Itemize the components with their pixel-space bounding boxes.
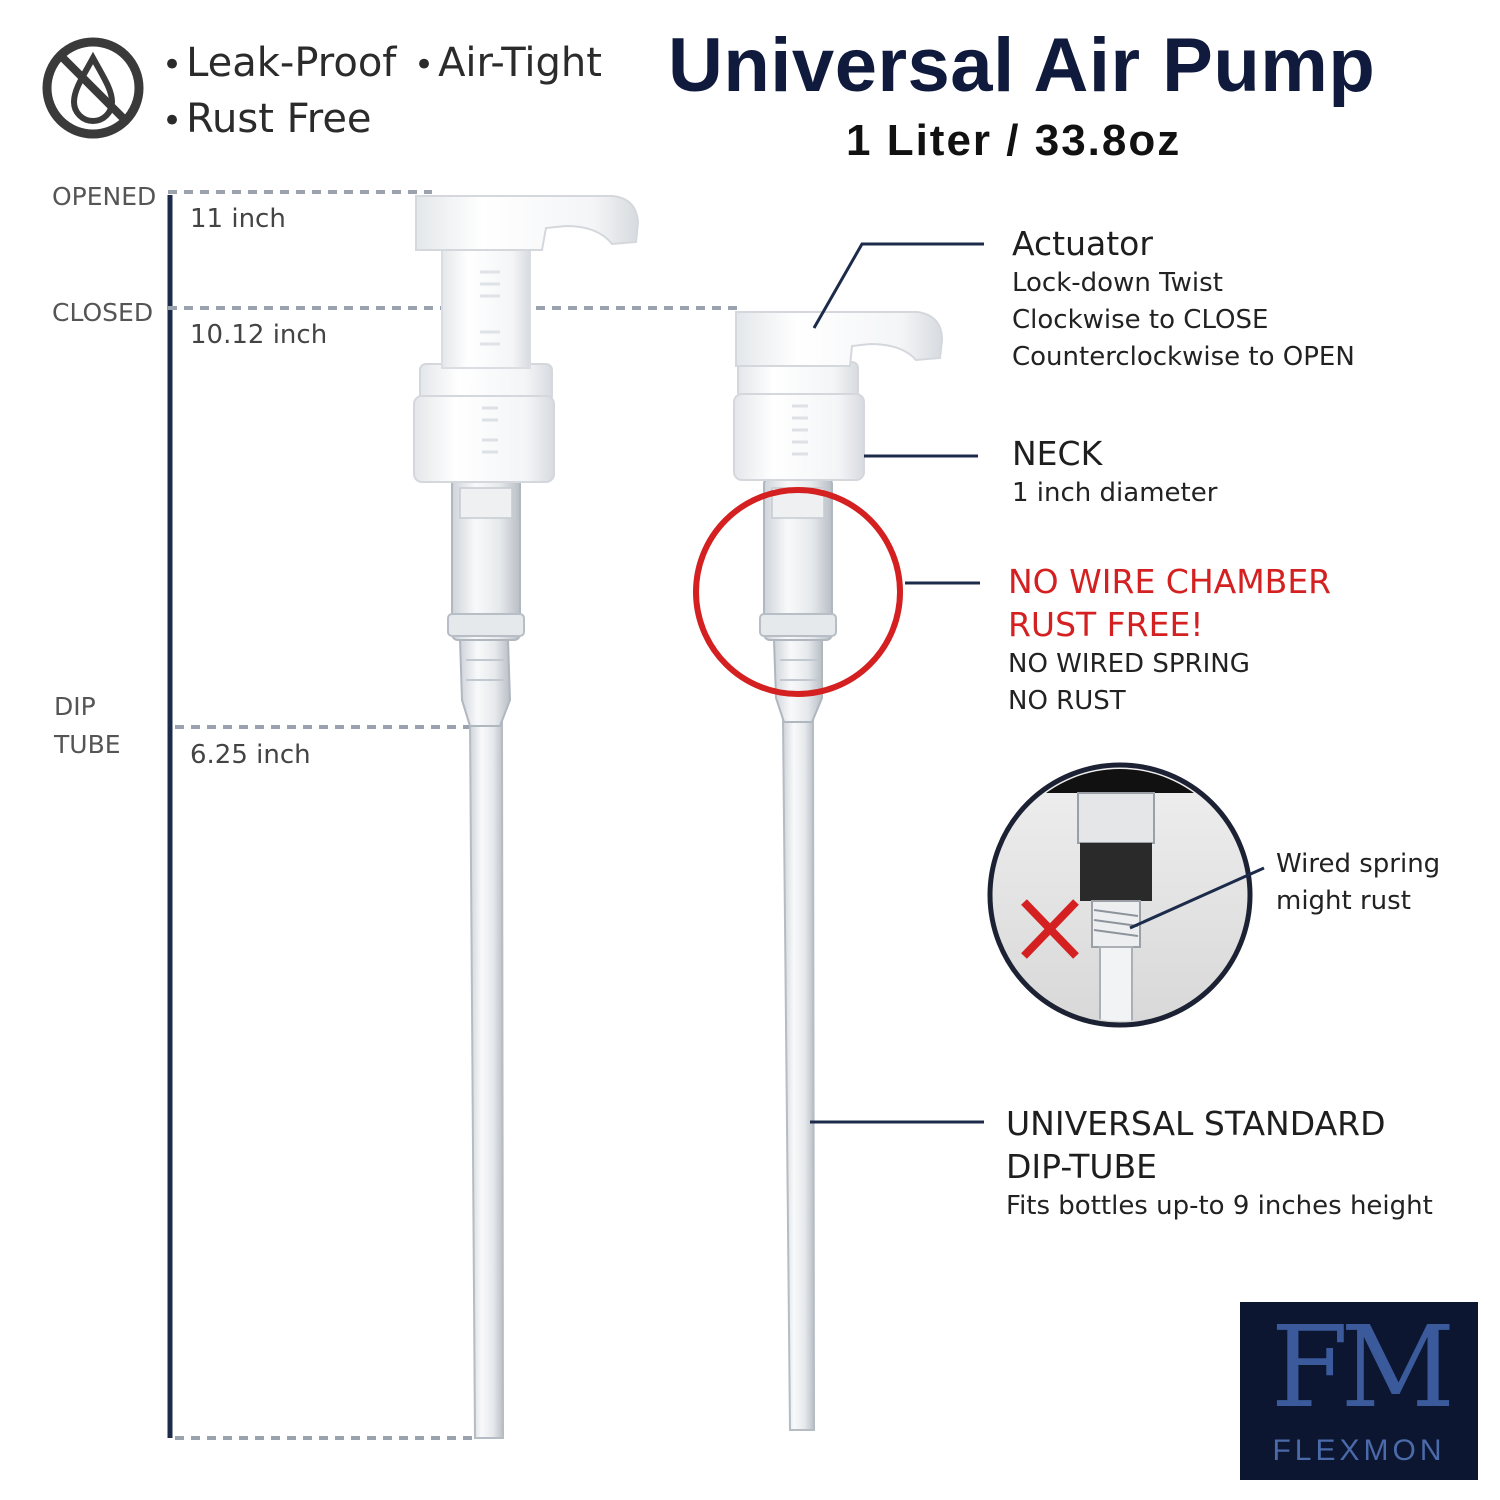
dip-tube-label-line2: TUBE [54,730,121,759]
chamber-title-line1: NO WIRE CHAMBER [1008,562,1332,601]
dip-tube-title-line2: DIP-TUBE [1006,1147,1157,1186]
opened-label: OPENED [52,182,157,211]
feature-rust-free: •Rust Free [162,96,372,142]
x-mark-icon [1021,899,1079,959]
logo-mark: FM [1270,1303,1455,1433]
page-title: Universal Air Pump [668,23,1376,108]
chamber-highlight-circle [693,487,903,697]
closed-label: CLOSED [52,298,154,327]
chamber-title-line2: RUST FREE! [1008,605,1204,644]
chamber-callout: NO WIRE CHAMBER RUST FREE! NO WIRED SPRI… [1008,562,1331,720]
dip-tube-label-line1: DIP [54,692,96,721]
actuator-line: Lock-down Twist [1012,268,1223,298]
pump-opened [413,195,640,1439]
logo-wordmark: FLEXMON [1272,1434,1446,1467]
pump-closed [733,311,944,1431]
chamber-line: NO RUST [1008,686,1126,716]
actuator-line: Clockwise to CLOSE [1012,305,1269,335]
closed-height: 10.12 inch [190,320,328,350]
chamber-line: NO WIRED SPRING [1008,649,1250,679]
spring-inset [987,762,1265,1028]
actuator-callout: Actuator Lock-down Twist Clockwise to CL… [1012,224,1355,376]
dip-tube-length: 6.25 inch [190,740,311,770]
dip-tube-callout: UNIVERSAL STANDARD DIP-TUBE Fits bottles… [1006,1104,1433,1225]
no-water-icon [42,37,144,139]
leader-lines [810,242,984,1124]
actuator-line: Counterclockwise to OPEN [1012,342,1355,372]
dotted-guides [168,190,740,1440]
neck-title: NECK [1012,434,1103,473]
opened-height: 11 inch [190,204,286,234]
page-subtitle: 1 Liter / 33.8oz [846,116,1182,165]
neck-line: 1 inch diameter [1012,478,1218,508]
feature-leak-proof: •Leak-Proof [162,40,397,86]
flexmon-logo: FM FLEXMON [1240,1302,1478,1480]
actuator-title: Actuator [1012,224,1153,263]
feature-air-tight: •Air-Tight [414,40,602,86]
neck-callout: NECK 1 inch diameter [1012,434,1217,512]
dip-tube-line: Fits bottles up-to 9 inches height [1006,1191,1433,1221]
spring-inset-line: might rust [1276,886,1411,916]
spring-inset-callout: Wired spring might rust [1276,846,1440,920]
dip-tube-title-line1: UNIVERSAL STANDARD [1006,1104,1386,1143]
spring-inset-line: Wired spring [1276,849,1441,879]
